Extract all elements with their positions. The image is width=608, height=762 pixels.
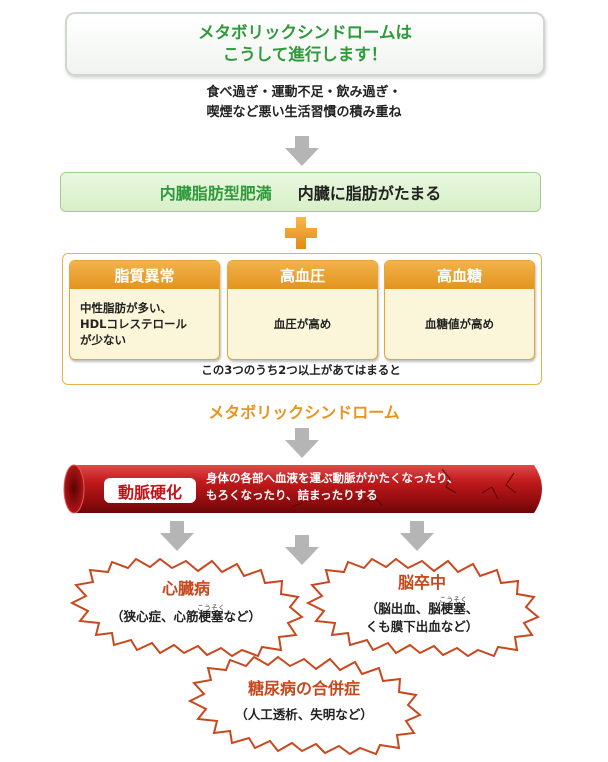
stroke-text: 脳卒中 （脳出血、脳こうそく梗塞、 くも膜下出血など） — [302, 572, 542, 636]
heart-disease-examples-post: など） — [223, 609, 262, 624]
condition-note: この3つのうち2つ以上があてはまると — [201, 363, 401, 377]
condition-card-hypertension: 高血圧 血圧が高め — [227, 260, 378, 360]
condition-body-line: が少ない — [80, 333, 126, 347]
condition-body: 血圧が高め — [228, 289, 377, 359]
stroke-examples-line-1: （脳出血、脳こうそく梗塞、 — [302, 591, 542, 618]
plus-icon — [285, 217, 317, 249]
condition-body-line: HDLコレステロール — [80, 317, 187, 331]
furigana: こうそく — [439, 591, 468, 609]
condition-body-line: 中性脂肪が多い、 — [80, 301, 172, 315]
arteriosclerosis-desc-line-1: 身体の各部へ血液を運ぶ動脈がかたくなったり、 — [206, 471, 459, 485]
condition-title: 高血糖 — [385, 261, 534, 289]
stroke-title: 脳卒中 — [397, 573, 446, 592]
condition-card-hyperglycemia: 高血糖 血糖値が高め — [384, 260, 535, 360]
condition-body: 中性脂肪が多い、 HDLコレステロール が少ない — [70, 289, 219, 359]
down-arrow-icon — [285, 535, 319, 565]
condition-title: 高血圧 — [228, 261, 377, 289]
diabetes-complications-examples: （人工透析、失明など） — [235, 707, 373, 722]
metabolic-syndrome-label: メタボリックシンドローム — [208, 403, 400, 422]
stroke-burst — [305, 557, 540, 657]
condition-title: 脂質異常 — [70, 261, 219, 289]
arteriosclerosis-desc-line-2: もろくなったり、詰まったりする — [206, 488, 378, 502]
stroke-examples-pre: （脳出血、脳 — [365, 601, 441, 616]
down-arrow-icon — [400, 521, 434, 551]
heart-disease-examples: （狭心症、心筋こうそく梗塞など） — [66, 599, 306, 626]
stroke-examples-line-2: くも膜下出血など） — [365, 619, 479, 634]
diabetes-complications-text: 糖尿病の合併症 （人工透析、失明など） — [184, 678, 424, 724]
stroke-examples-post: 、 — [465, 601, 479, 616]
diabetes-complications-title: 糖尿病の合併症 — [247, 679, 360, 698]
causes-line-2: 喫煙など悪い生活習慣の積み重ね — [206, 105, 402, 120]
condition-body: 血糖値が高め — [385, 289, 534, 359]
condition-body-line: 血圧が高め — [273, 317, 332, 331]
down-arrow-icon — [285, 136, 319, 166]
furigana: こうそく — [196, 599, 225, 617]
heart-disease-ruby-word: こうそく梗塞 — [196, 599, 225, 626]
visceral-obesity-desc: 内臓に脂肪がたまる — [297, 184, 442, 203]
arteriosclerosis-label: 動脈硬化 — [104, 478, 196, 503]
heart-disease-examples-pre: （狭心症、心筋 — [110, 609, 199, 624]
title-line-2: こうして進行します！ — [222, 45, 388, 64]
visceral-obesity-box: 内臓脂肪型肥満 内臓に脂肪がたまる — [60, 172, 541, 212]
arteriosclerosis-desc: 身体の各部へ血液を運ぶ動脈がかたくなったり、 もろくなったり、詰まったりする — [206, 470, 526, 504]
visceral-obesity-term: 内臓脂肪型肥満 — [159, 184, 272, 203]
diabetes-complications-burst — [187, 655, 422, 755]
condition-body-line: 血糖値が高め — [425, 317, 494, 331]
title-box: メタボリックシンドロームは こうして進行します！ — [65, 12, 545, 76]
heart-disease-burst — [69, 557, 304, 657]
causes-line-1: 食べ過ぎ・運動不足・飲み過ぎ・ — [206, 85, 402, 100]
down-arrow-icon — [285, 428, 319, 458]
heart-disease-text: 心臓病 （狭心症、心筋こうそく梗塞など） — [66, 578, 306, 626]
condition-card-dyslipidemia: 脂質異常 中性脂肪が多い、 HDLコレステロール が少ない — [69, 260, 220, 360]
down-arrow-icon — [160, 521, 194, 551]
heart-disease-title: 心臓病 — [161, 579, 210, 598]
stroke-ruby-word: こうそく梗塞 — [439, 591, 468, 618]
title-line-1: メタボリックシンドロームは — [197, 23, 412, 42]
